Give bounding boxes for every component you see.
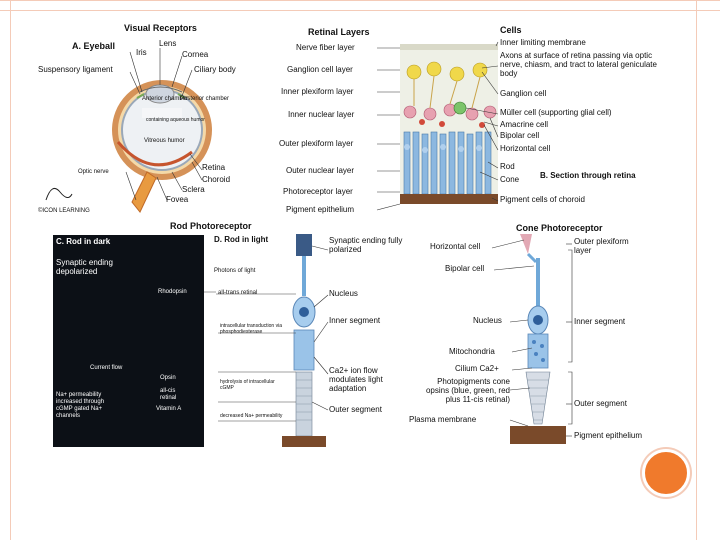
cell-pigment-choroid: Pigment cells of choroid bbox=[500, 195, 585, 204]
light-label-hydrolysis: hydrolysis of intracellular cGMP bbox=[220, 379, 275, 391]
eye-label-vitreous: Vitreous humor bbox=[144, 138, 185, 144]
rod-label-inner-segment: Inner segment bbox=[329, 316, 381, 325]
cone-brackets bbox=[568, 249, 573, 425]
eye-label-ciliary-body: Ciliary body bbox=[194, 65, 236, 74]
cell-amacrine: Amacrine cell bbox=[500, 120, 549, 129]
frame-right-line bbox=[696, 0, 697, 540]
eye-label-lens: Lens bbox=[159, 39, 177, 48]
eye-label-suspensory-ligament: Suspensory ligament bbox=[38, 65, 113, 74]
eye-label-retina: Retina bbox=[202, 163, 226, 172]
cone-photoreceptor-title: Cone Photoreceptor bbox=[516, 223, 603, 233]
light-label-all-trans: all-trans retinal bbox=[218, 290, 258, 296]
cone-label-nucleus: Nucleus bbox=[473, 316, 502, 325]
rod-light-leaders bbox=[311, 245, 329, 411]
light-label-decreased-na: decreased Na+ permeability bbox=[220, 413, 283, 419]
cell-ganglion: Ganglion cell bbox=[500, 89, 547, 98]
panel-b-label: B. Section through retina bbox=[540, 171, 636, 180]
cell-inner-limiting-membrane: Inner limiting membrane bbox=[500, 38, 586, 47]
eye-label-cornea: Cornea bbox=[182, 50, 209, 59]
frame-top-inner-line bbox=[0, 10, 720, 11]
cone-label-outer-segment: Outer segment bbox=[574, 399, 627, 408]
cone-label-plasma-membrane: Plasma membrane bbox=[409, 415, 477, 424]
eye-label-posterior-chamber: Posterior chamber bbox=[180, 96, 230, 102]
cone-label-cilium: Cilium Ca2+ bbox=[455, 364, 499, 373]
light-label-transduction: intracellular transduction via phosphodi… bbox=[220, 323, 282, 335]
dark-label-rhodopsin: Rhodopsin bbox=[158, 289, 187, 295]
signature-art bbox=[45, 187, 73, 201]
eye-label-fovea: Fovea bbox=[166, 195, 189, 204]
cone-label-outer-plexiform: Outer plexiform layer bbox=[574, 237, 629, 255]
netter-retina-figure: Visual Receptors A. Eyeball Lens Iris Co… bbox=[32, 22, 697, 452]
eyeball-leaders bbox=[125, 48, 203, 201]
eye-label-sclera: Sclera bbox=[182, 185, 205, 194]
retinal-layers-title: Retinal Layers bbox=[308, 27, 370, 37]
cell-rod: Rod bbox=[500, 162, 515, 171]
eye-label-optic-nerve: Optic nerve bbox=[78, 169, 109, 175]
panel-d-label: D. Rod in light bbox=[214, 235, 269, 244]
panel-c-label: C. Rod in dark bbox=[56, 237, 111, 246]
cone-label-pigment-epithelium: Pigment epithelium bbox=[574, 431, 643, 440]
dark-label-all-cis-retinal: all-cis retinal bbox=[160, 388, 177, 401]
eyeball-illustration bbox=[112, 80, 212, 213]
eye-label-anterior-chamber: Anterior chamber bbox=[142, 96, 189, 102]
dark-label-vitamin-a: Vitamin A bbox=[156, 406, 182, 412]
layer-inner-nuclear: Inner nuclear layer bbox=[288, 110, 355, 119]
rod-photoreceptor-title: Rod Photoreceptor bbox=[170, 221, 252, 231]
cell-horizontal: Horizontal cell bbox=[500, 144, 551, 153]
transduction-leaders bbox=[172, 291, 296, 422]
frame-left-line bbox=[10, 0, 11, 540]
cell-cone: Cone bbox=[500, 175, 520, 184]
retina-right-leaders bbox=[465, 41, 499, 202]
cone-label-inner-segment: Inner segment bbox=[574, 317, 626, 326]
copyright-label: ©ICON LEARNING bbox=[38, 208, 90, 214]
layer-photoreceptor: Photoreceptor layer bbox=[283, 187, 353, 196]
frame-top-line bbox=[0, 0, 720, 1]
panel-a-label: A. Eyeball bbox=[72, 41, 116, 51]
layer-nerve-fiber: Nerve fiber layer bbox=[296, 43, 355, 52]
cone-label-mitochondria: Mitochondria bbox=[449, 347, 495, 356]
eye-label-iris: Iris bbox=[136, 48, 147, 57]
dark-label-opsin: Opsin bbox=[160, 375, 176, 381]
cone-label-horizontal: Horizontal cell bbox=[430, 242, 481, 251]
rod-dark-panel bbox=[53, 235, 204, 447]
rod-label-outer-segment: Outer segment bbox=[329, 405, 382, 414]
decorative-dot bbox=[642, 449, 690, 497]
rod-label-synaptic-polarized: Synaptic ending fully polarized bbox=[329, 236, 403, 254]
cone-label-photopigments: Photopigments cone opsins (blue, green, … bbox=[425, 377, 510, 404]
layer-pigment-epithelium: Pigment epithelium bbox=[286, 205, 355, 214]
eye-label-choroid: Choroid bbox=[202, 175, 231, 184]
cone-illustration bbox=[510, 234, 566, 444]
layer-inner-plexiform: Inner plexiform layer bbox=[281, 87, 354, 96]
retina-section-illustration bbox=[400, 44, 498, 204]
light-label-photons: Photons of light bbox=[214, 268, 256, 274]
dark-label-na-permeability: Na+ permeability increased through cGMP … bbox=[56, 392, 105, 419]
layer-outer-nuclear: Outer nuclear layer bbox=[286, 166, 355, 175]
retina-left-leaders bbox=[376, 47, 401, 211]
cell-muller: Müller cell (supporting glial cell) bbox=[500, 108, 612, 117]
cell-bipolar: Bipolar cell bbox=[500, 131, 540, 140]
cone-leaders bbox=[491, 239, 572, 437]
cone-label-bipolar: Bipolar cell bbox=[445, 264, 485, 273]
layer-outer-plexiform: Outer plexiform layer bbox=[279, 139, 354, 148]
dark-label-synaptic: Synaptic ending depolarized bbox=[56, 258, 113, 277]
visual-receptors-title: Visual Receptors bbox=[124, 23, 197, 33]
eye-label-aqueous: containing aqueous humor bbox=[146, 117, 205, 123]
dark-label-current-flow: Current flow bbox=[90, 365, 123, 371]
rod-light-illustration bbox=[282, 234, 326, 447]
cells-title: Cells bbox=[500, 25, 522, 35]
layer-ganglion-cell: Ganglion cell layer bbox=[287, 65, 353, 74]
rod-label-calcium: Ca2+ ion flow modulates light adaptation bbox=[329, 366, 383, 393]
cell-axons: Axons at surface of retina passing via o… bbox=[500, 51, 657, 79]
rod-label-nucleus: Nucleus bbox=[329, 289, 358, 298]
